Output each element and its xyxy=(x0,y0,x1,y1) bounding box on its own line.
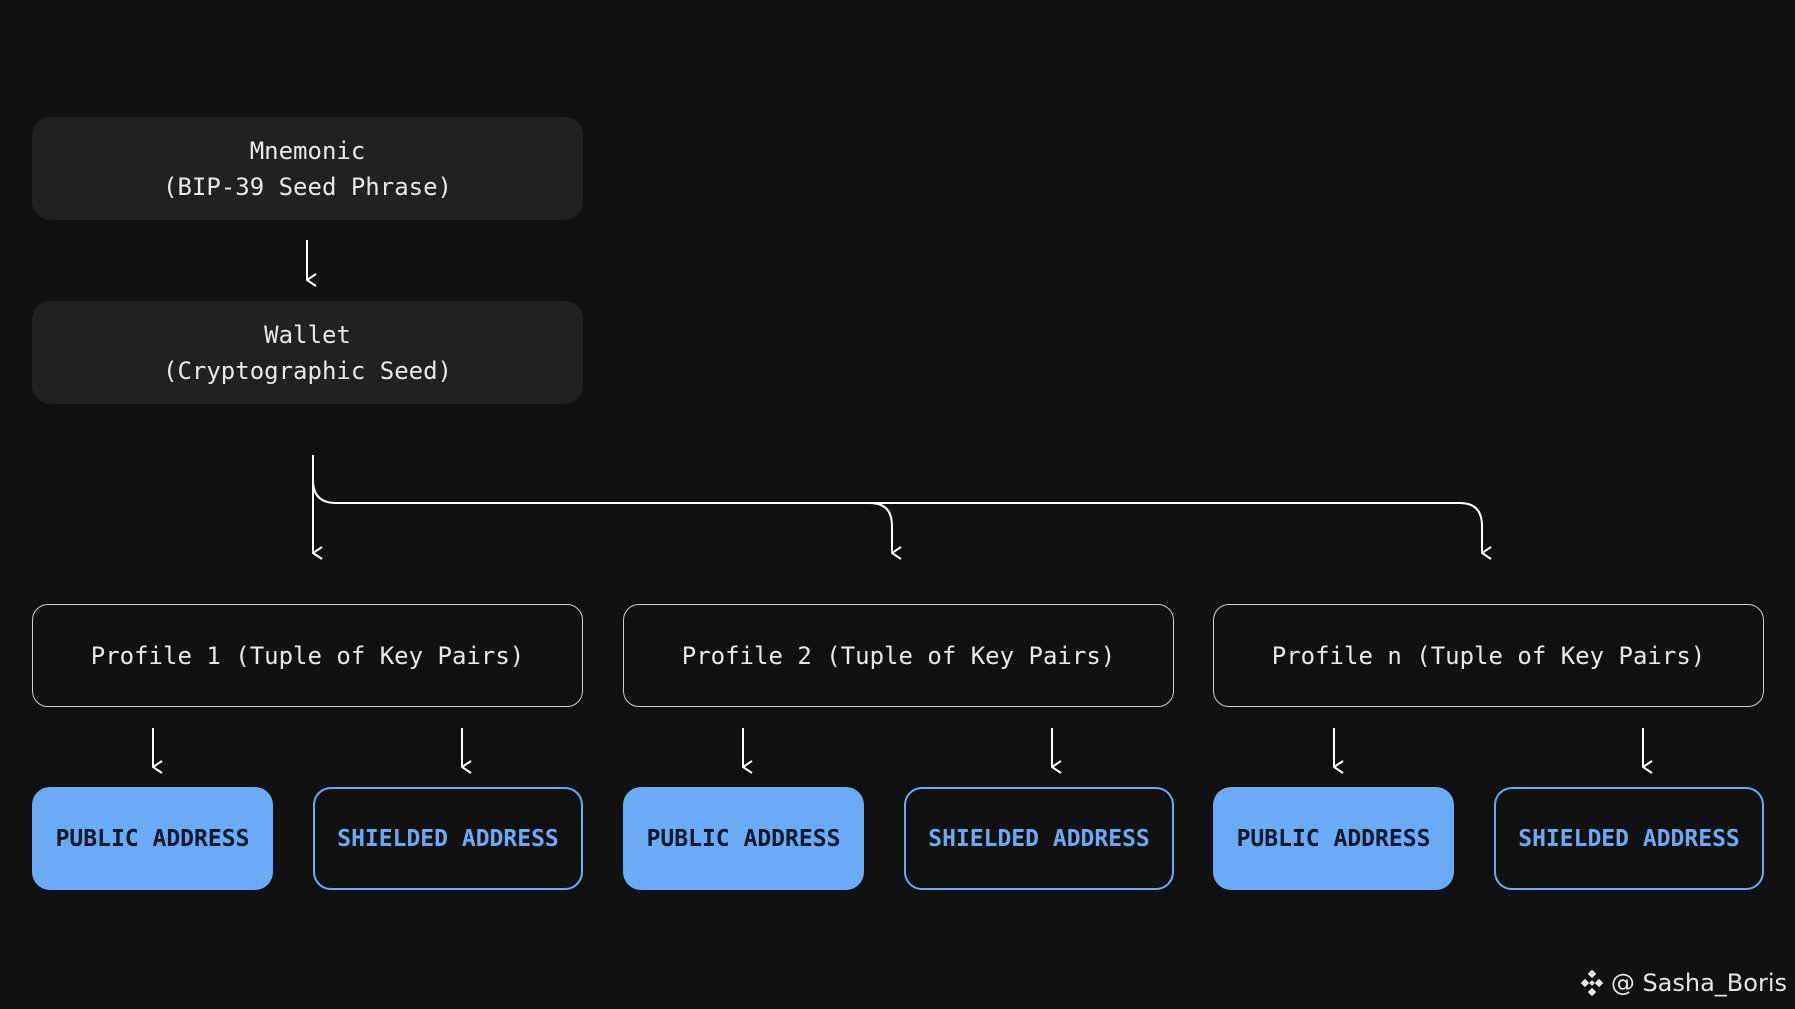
profile-1-node: Profile 1 (Tuple of Key Pairs) xyxy=(32,604,583,707)
profile-2-label: Profile 2 (Tuple of Key Pairs) xyxy=(681,641,1116,670)
profile-1-public-address: PUBLIC ADDRESS xyxy=(32,787,273,890)
branch-line xyxy=(312,479,892,553)
mnemonic-node: Mnemonic (BIP-39 Seed Phrase) xyxy=(32,117,583,220)
arrow-to-profile-n xyxy=(870,502,1482,553)
binance-logo-icon xyxy=(1580,970,1604,996)
profile-n-shielded-address: SHIELDED ADDRESS xyxy=(1494,787,1764,890)
shielded-address-label: SHIELDED ADDRESS xyxy=(337,825,559,852)
wallet-subtitle: (Cryptographic Seed) xyxy=(163,356,452,385)
profile-2-public-address: PUBLIC ADDRESS xyxy=(623,787,864,890)
profile-1-shielded-address: SHIELDED ADDRESS xyxy=(313,787,583,890)
profile-2-node: Profile 2 (Tuple of Key Pairs) xyxy=(623,604,1174,707)
profile-1-label: Profile 1 (Tuple of Key Pairs) xyxy=(90,641,525,670)
mnemonic-subtitle: (BIP-39 Seed Phrase) xyxy=(163,172,452,201)
wallet-node: Wallet (Cryptographic Seed) xyxy=(32,301,583,404)
shielded-address-label: SHIELDED ADDRESS xyxy=(928,825,1150,852)
public-address-label: PUBLIC ADDRESS xyxy=(55,825,250,852)
profile-n-node: Profile n (Tuple of Key Pairs) xyxy=(1213,604,1764,707)
mnemonic-title: Mnemonic xyxy=(249,136,366,165)
wallet-title: Wallet xyxy=(264,320,351,349)
watermark-text: @ Sasha_Boris xyxy=(1610,969,1787,997)
public-address-label: PUBLIC ADDRESS xyxy=(646,825,841,852)
shielded-address-label: SHIELDED ADDRESS xyxy=(1518,825,1740,852)
watermark: @ Sasha_Boris xyxy=(1579,969,1787,997)
profile-n-label: Profile n (Tuple of Key Pairs) xyxy=(1271,641,1706,670)
profile-2-shielded-address: SHIELDED ADDRESS xyxy=(904,787,1174,890)
public-address-label: PUBLIC ADDRESS xyxy=(1236,825,1431,852)
profile-n-public-address: PUBLIC ADDRESS xyxy=(1213,787,1454,890)
